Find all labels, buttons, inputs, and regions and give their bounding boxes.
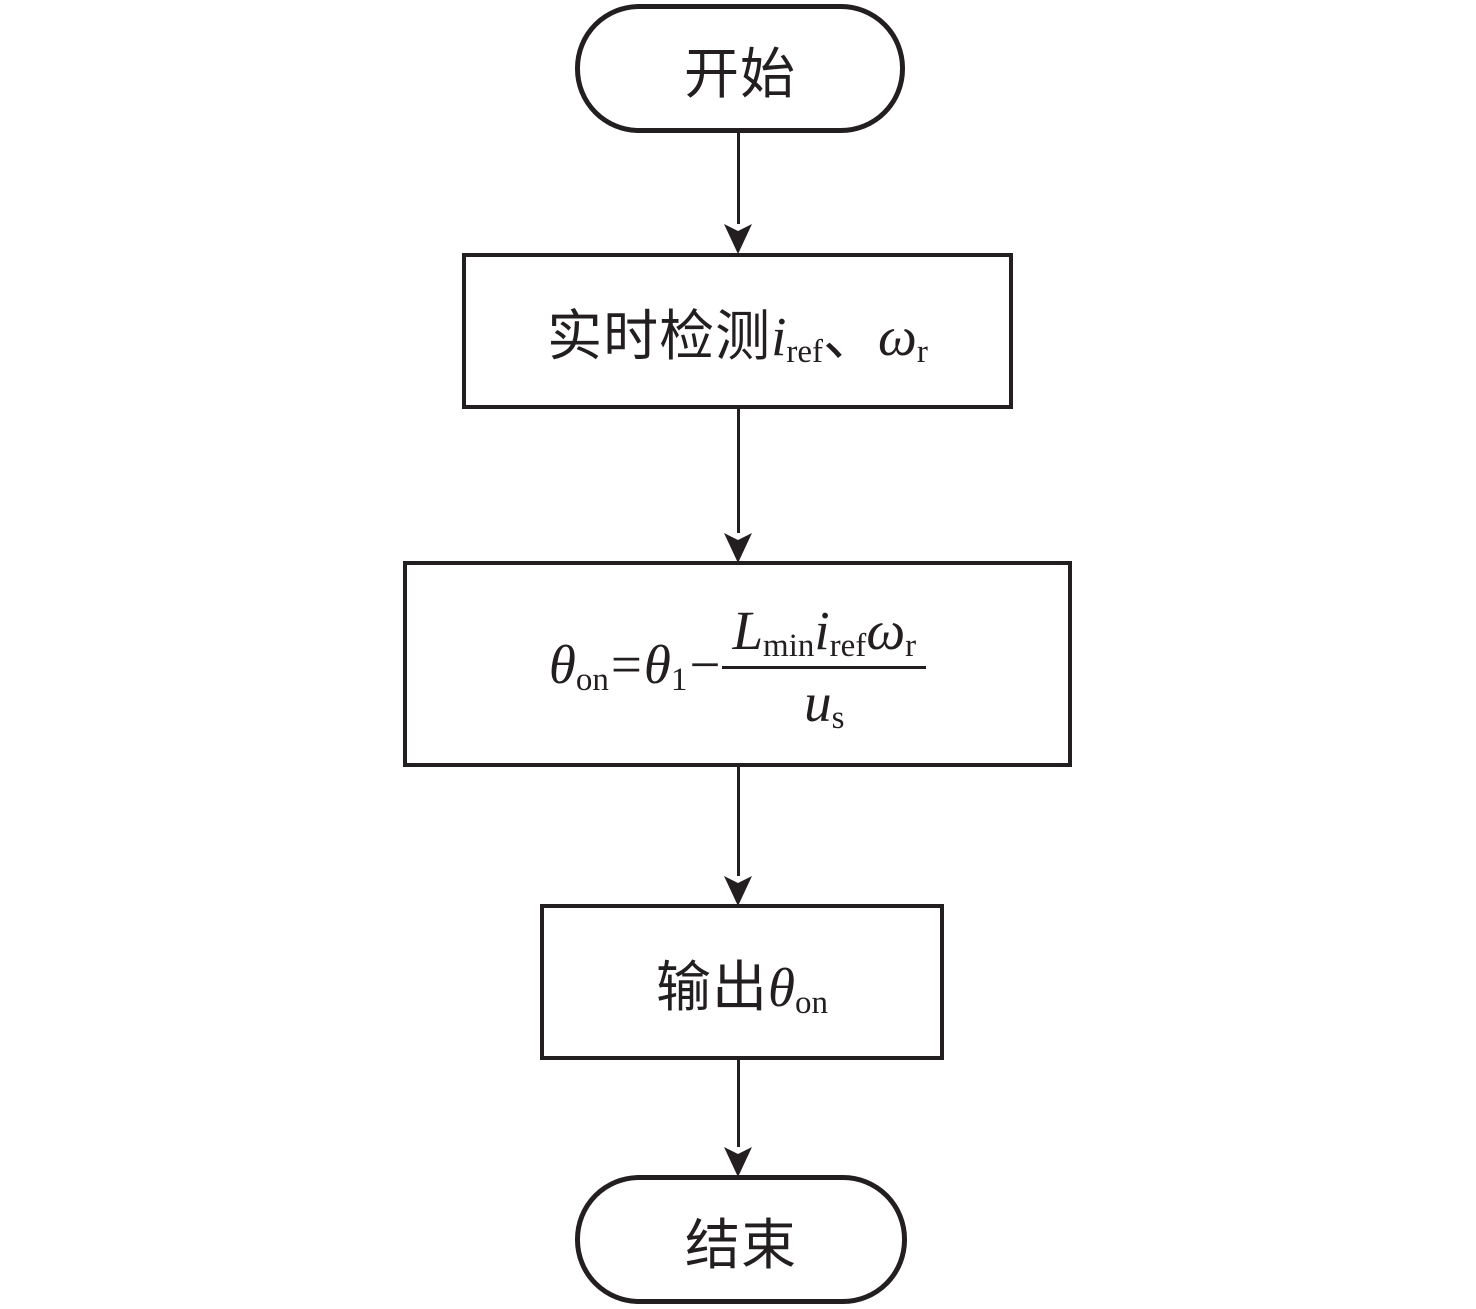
u-s-term: us — [804, 671, 845, 736]
start-label: 开始 — [683, 43, 796, 105]
flow-arrow-formula-to-output — [724, 766, 752, 906]
output-text: 输出θon — [656, 942, 828, 1022]
flow-arrow-detect-to-formula — [724, 407, 752, 563]
down-arrowhead-icon — [724, 224, 752, 254]
enumeration-comma: 、 — [823, 306, 879, 367]
L-base: L — [732, 599, 764, 661]
theta-on-output-base: θ — [767, 957, 796, 1018]
var-i-subscript: ref — [786, 334, 824, 371]
down-arrowhead-icon — [724, 876, 752, 906]
output-prefix: 输出 — [655, 957, 768, 1018]
L-min-term: Lmin — [732, 599, 815, 664]
output-process-box: 输出θon — [540, 904, 944, 1060]
theta-on-base: θ — [548, 633, 576, 695]
arrow-shaft — [736, 407, 740, 533]
detect-process-box: 实时检测iref、ωr — [462, 253, 1013, 409]
omega-subscript: r — [905, 627, 917, 664]
theta-on-term: θon — [548, 633, 609, 698]
equation-left-side: θon=θ1− — [548, 633, 723, 698]
var-i-base: i — [771, 306, 787, 367]
down-arrowhead-icon — [724, 1147, 752, 1177]
theta-on-subscript: on — [575, 661, 609, 698]
fraction: Lminirefωr us — [722, 599, 927, 736]
theta-1-term: θ1 — [643, 633, 688, 698]
u-base: u — [804, 671, 832, 733]
start-node: 开始 — [575, 4, 905, 133]
down-arrowhead-icon — [724, 533, 752, 563]
arrow-shaft — [736, 1058, 740, 1147]
omega-base: ω — [866, 599, 906, 661]
theta-1-base: θ — [643, 633, 671, 695]
detect-prefix: 实时检测 — [547, 306, 772, 367]
fraction-denominator: us — [804, 669, 845, 736]
fraction-numerator: Lminirefωr — [722, 599, 927, 669]
flow-arrow-output-to-end — [724, 1058, 752, 1177]
omega-r-term: ωr — [866, 599, 917, 664]
equals-sign: = — [610, 633, 642, 695]
arrow-shaft — [736, 131, 740, 224]
flow-arrow-start-to-detect — [724, 131, 752, 254]
theta-on-output-term: θon — [767, 957, 829, 1022]
var-omega-r: ωr — [878, 306, 928, 371]
arrow-shaft — [736, 766, 740, 876]
theta-1-subscript: 1 — [670, 661, 688, 698]
var-omega-base: ω — [878, 306, 917, 367]
i-subscript: ref — [829, 627, 867, 664]
u-subscript: s — [831, 699, 845, 736]
var-i-ref: iref — [771, 306, 824, 371]
theta-on-output-subscript: on — [795, 985, 829, 1022]
formula-equation: θon=θ1− Lminirefωr us — [548, 599, 927, 736]
detect-text: 实时检测iref、ωr — [547, 291, 928, 371]
L-subscript: min — [763, 627, 815, 664]
end-node: 结束 — [575, 1175, 907, 1304]
i-ref-term: iref — [814, 599, 867, 664]
i-base: i — [814, 599, 830, 661]
end-label: 结束 — [684, 1214, 797, 1276]
formula-process-box: θon=θ1− Lminirefωr us — [403, 561, 1072, 767]
minus-sign: − — [689, 633, 721, 695]
var-omega-subscript: r — [916, 334, 928, 371]
